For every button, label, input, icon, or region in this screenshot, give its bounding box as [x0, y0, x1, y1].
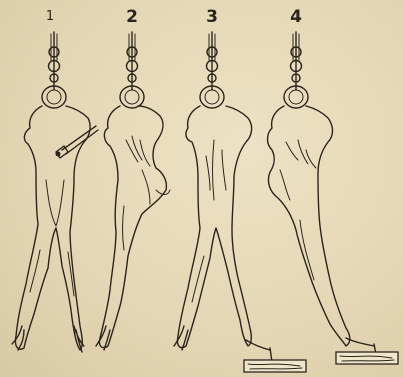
- panel-2: [96, 32, 170, 350]
- weight-block-3: [244, 360, 306, 372]
- carcass-1: [12, 106, 90, 352]
- panel-1: [12, 32, 98, 352]
- panel-3: [174, 32, 306, 372]
- hanging-hook-2: [120, 32, 144, 108]
- knife-1: [56, 126, 99, 158]
- hanging-hook-1: [42, 32, 66, 108]
- carcass-3: [174, 106, 272, 362]
- carcass-4: [268, 106, 377, 354]
- panel-label-2: 2: [126, 7, 138, 27]
- panel-label-1: 1: [46, 9, 54, 24]
- panel-label-4: 4: [290, 7, 302, 27]
- carcass-2: [96, 106, 170, 350]
- weight-block-4: [336, 352, 398, 364]
- panel-label-3: 3: [206, 7, 218, 27]
- hanging-hook-4: [284, 32, 308, 108]
- panel-4: [268, 32, 399, 364]
- hanging-hook-3: [200, 32, 224, 108]
